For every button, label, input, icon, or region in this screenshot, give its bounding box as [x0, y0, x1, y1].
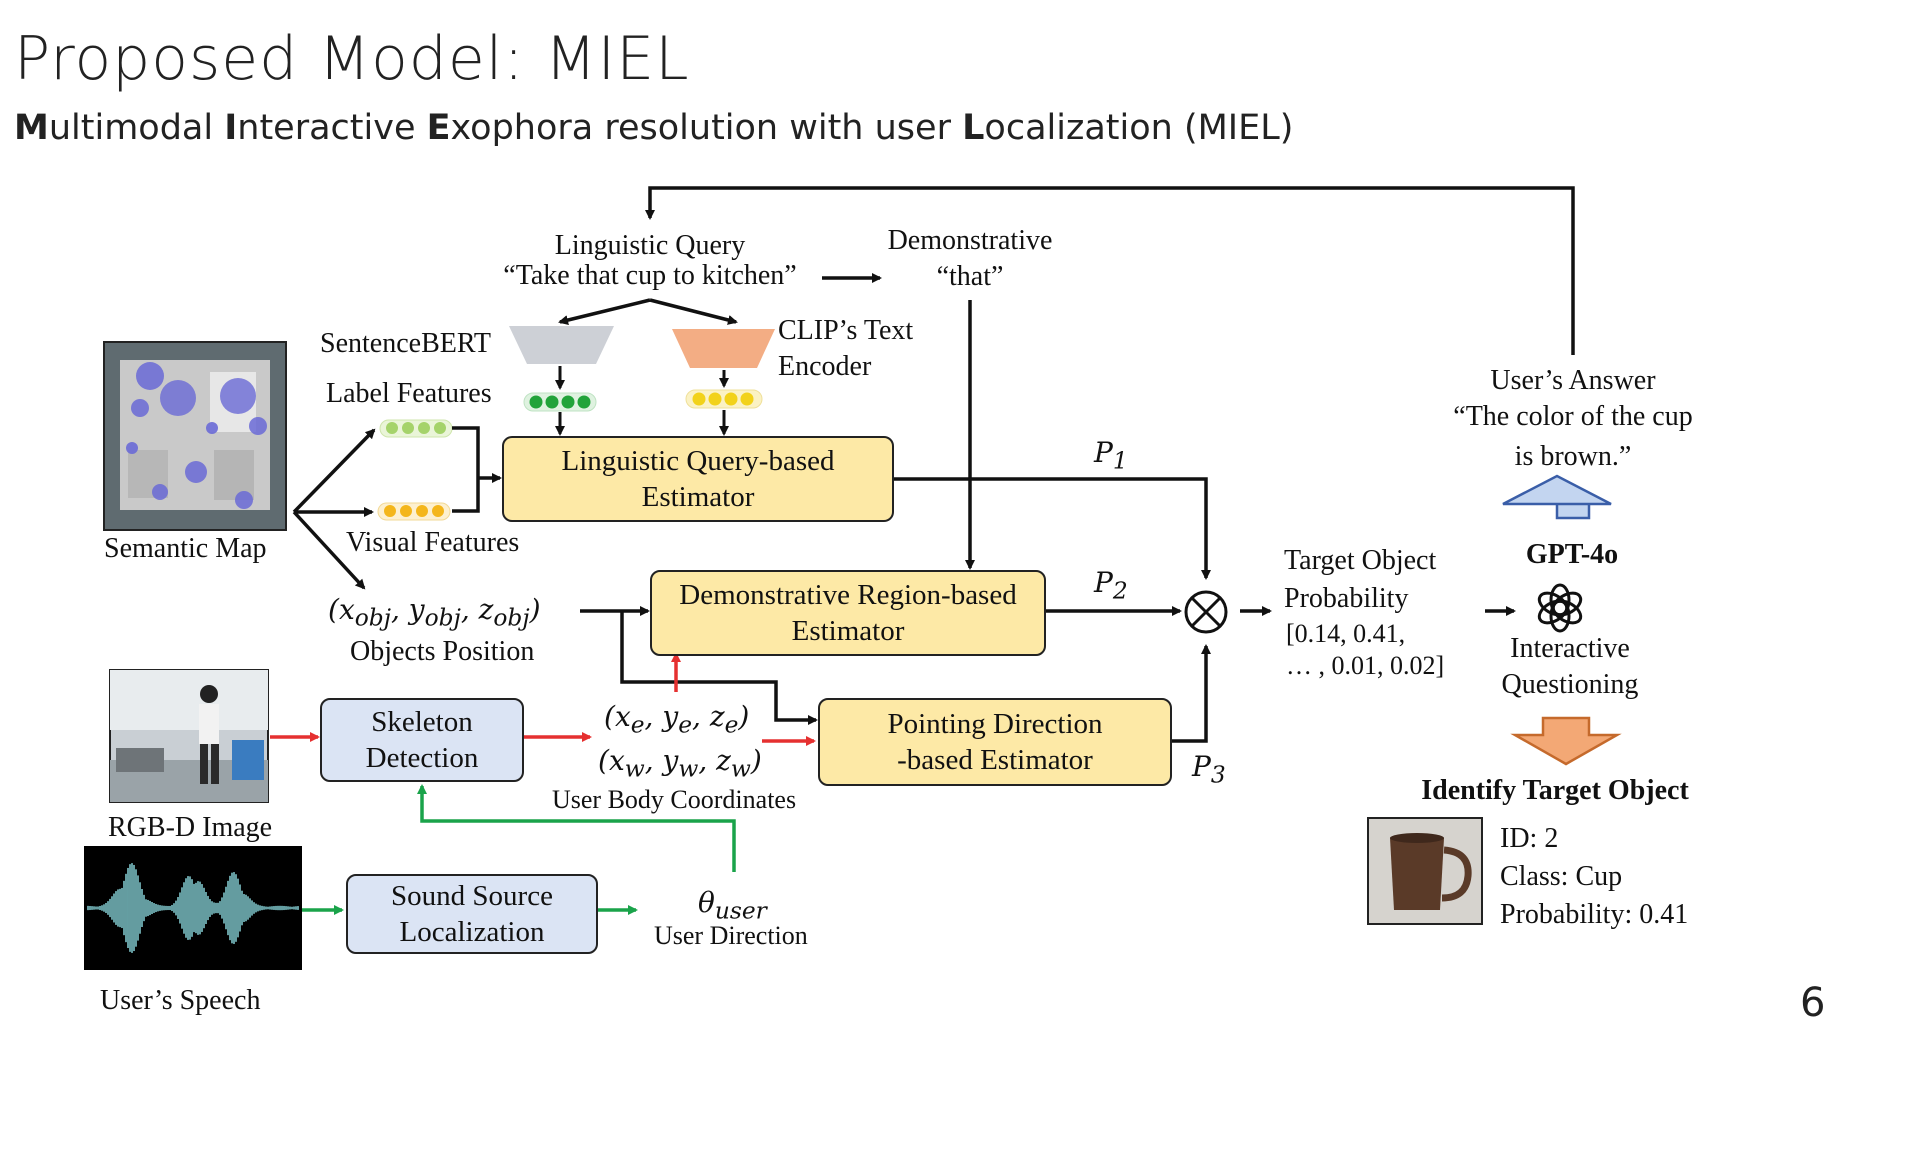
sentencebert-label: SentenceBERT [320, 328, 491, 359]
subtitle-initial-m: M [14, 108, 49, 148]
user-answer-line1: “The color of the cup [1453, 401, 1693, 432]
result-probability: Probability: 0.41 [1500, 899, 1689, 930]
probability-values-line2: … , 0.01, 0.02] [1286, 651, 1445, 680]
semantic-map-label: Semantic Map [104, 533, 267, 564]
gpt-label: GPT-4o [1525, 539, 1619, 570]
identify-down-arrow [1510, 716, 1622, 766]
clip-label-line2: Encoder [778, 351, 872, 382]
pointing-estimator-line1: Pointing Direction [887, 708, 1103, 740]
openai-logo-icon [1537, 583, 1583, 633]
user-body-coordinates-label: User Body Coordinates [552, 785, 797, 814]
user-direction-label: User Direction [654, 921, 808, 950]
position-to-pointing-arrow [620, 611, 818, 725]
p3-line [1172, 644, 1211, 743]
slide-title: Proposed Model: MIEL [14, 24, 690, 94]
interactive-questioning-line1: Interactive [1510, 633, 1630, 664]
subtitle-part-2: nteractive [237, 108, 427, 148]
clip-feature-dots [685, 389, 763, 409]
pointing-estimator-line2: -based Estimator [897, 744, 1093, 776]
sentencebert-feature-dots [523, 392, 597, 412]
p2-label: P2 [1094, 566, 1128, 605]
subtitle-initial-l: L [962, 108, 985, 148]
p1-line [893, 477, 1211, 580]
probability-values-line1: [0.14, 0.41, [1286, 619, 1406, 648]
features-bracket [452, 426, 480, 513]
wrist-coordinates-math: (xw, yw, zw) [598, 744, 762, 783]
target-probability-line2: Probability [1284, 583, 1409, 614]
subtitle-part-1: ultimodal [48, 108, 225, 148]
objects-position-label: Objects Position [350, 636, 535, 667]
semantic-map-image [103, 341, 287, 531]
skeleton-detection-line1: Skeleton [371, 706, 473, 738]
user-answer-line2: is brown.” [1514, 441, 1632, 472]
page-number: 6 [1800, 980, 1826, 1026]
multiply-combine-icon [1184, 590, 1228, 634]
pointing-estimator-box: Pointing Direction -based Estimator [818, 698, 1172, 786]
eye-coordinates-math: (xe, ye, ze) [604, 700, 750, 739]
demonstrative-estimator-line2: Estimator [791, 615, 905, 647]
label-feature-dots [379, 419, 453, 438]
user-answer-up-arrow [1502, 474, 1612, 520]
query-to-sentencebert-arrow [558, 298, 651, 325]
label-features-label: Label Features [326, 378, 492, 409]
subtitle-initial-i: I [224, 108, 238, 148]
brown-cup-image [1367, 817, 1483, 925]
demonstrative-estimator-line1: Demonstrative Region-based [679, 579, 1017, 611]
objects-position-math: (xobj, yobj, zobj) [328, 593, 541, 632]
map-to-label-arrow [292, 428, 376, 514]
clip-encoder-shape [672, 329, 775, 368]
subtitle-initial-e: E [426, 108, 451, 148]
visual-feature-dots [377, 502, 451, 521]
linguistic-query-title: Linguistic Query [554, 230, 746, 261]
interactive-questioning-line2: Questioning [1501, 669, 1639, 700]
clip-label-line1: CLIP’s Text [778, 315, 914, 346]
rgbd-image-label: RGB-D Image [108, 812, 273, 843]
theta-user-math: θuser [698, 886, 767, 925]
speech-waveform-image [84, 846, 302, 970]
user-answer-title: User’s Answer [1490, 365, 1656, 396]
sentencebert-encoder-shape [509, 326, 614, 364]
skeleton-detection-line2: Detection [365, 742, 479, 774]
visual-features-label: Visual Features [346, 527, 520, 558]
linguistic-estimator-line1: Linguistic Query-based [561, 445, 835, 477]
sound-localization-line1: Sound Source [391, 880, 553, 912]
users-speech-label: User’s Speech [100, 985, 261, 1016]
query-to-clip-arrow [649, 298, 738, 325]
linguistic-estimator-line2: Estimator [641, 481, 755, 513]
feedback-loop-line [645, 186, 1575, 355]
p1-label: P1 [1094, 436, 1128, 475]
map-to-position-arrow [292, 510, 366, 590]
subtitle-part-4: ocalization (MIEL) [984, 108, 1294, 148]
target-probability-line1: Target Object [1284, 545, 1437, 576]
slide-subtitle: Multimodal Interactive Exophora resoluti… [14, 108, 1293, 148]
linguistic-query-text: “Take that cup to kitchen” [503, 260, 797, 291]
result-class: Class: Cup [1500, 861, 1623, 892]
theta-to-skeleton-arrow [417, 784, 736, 872]
rgbd-image [109, 669, 269, 803]
sound-localization-line2: Localization [399, 916, 545, 948]
identify-target-label: Identify Target Object [1421, 775, 1689, 806]
subtitle-part-3: xophora resolution with user [450, 108, 963, 148]
demonstrative-title: Demonstrative [887, 225, 1053, 256]
demonstrative-word: “that” [936, 261, 1004, 292]
p3-label: P3 [1192, 750, 1226, 789]
result-id: ID: 2 [1500, 823, 1559, 854]
